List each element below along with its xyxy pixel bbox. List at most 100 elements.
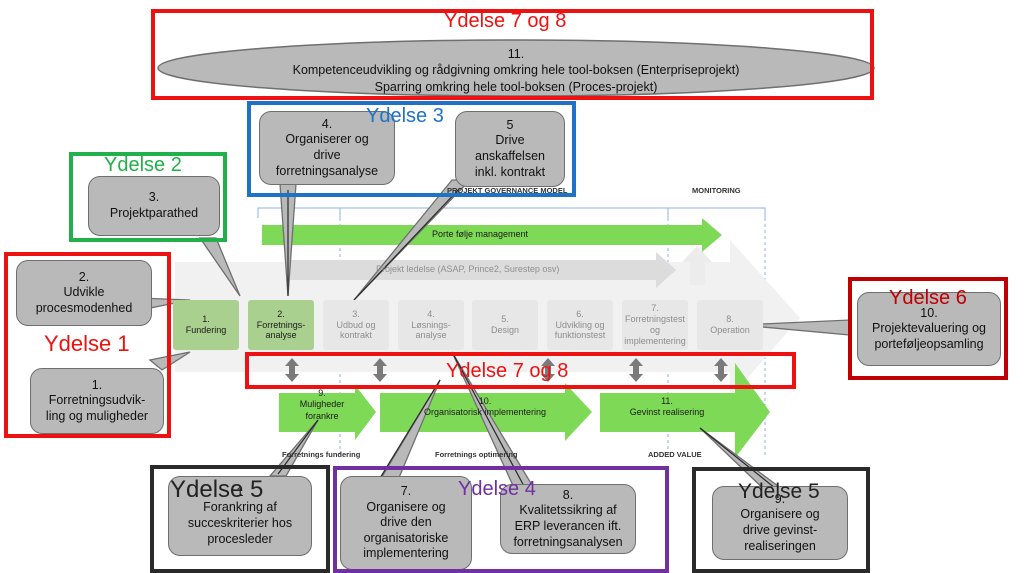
- callout-forankring-line: 1: [236, 484, 244, 499]
- callout-1-line: ling og muligheder: [45, 408, 149, 423]
- callout-1-line: 1.: [91, 377, 103, 392]
- ellipse-line1: Kompetenceudvikling og rådgivning omkrin…: [292, 63, 740, 78]
- callout-7-organisatorisk: 7. Organisere og drive den organisatoris…: [340, 476, 472, 570]
- ydelse-4-label: Ydelse 4: [458, 478, 536, 500]
- frame-ydelse-1: [4, 252, 171, 438]
- ydelse-5-left-label: Ydelse 5: [170, 476, 264, 503]
- callout-2-line: procesmodenhed: [35, 300, 133, 315]
- frame-ydelse-4: [333, 466, 669, 573]
- callout-4-forretningsanalyse: 4. Organiserer og drive forretningsanaly…: [259, 111, 395, 185]
- portfolio-arrow-label: Porte følje management: [432, 229, 529, 239]
- bottom-arrow-11: [600, 363, 770, 458]
- callout-8-kvalitetssikring: 8. Kvalitetssikring af ERP leverancen if…: [500, 484, 636, 554]
- ydelse-3-label: Ydelse 3: [366, 105, 444, 127]
- competence-ellipse-text: 11. Kompetenceudvikling og rådgivning om…: [170, 46, 862, 95]
- callout-1-line: Forretningsudvik-: [48, 393, 146, 408]
- callout-3-projektparathed: 3. Projektparathed: [88, 176, 220, 236]
- process-step-number: 3.: [352, 308, 360, 319]
- callout-forankring: 1 Forankring af succeskriterier hos proc…: [168, 476, 312, 556]
- process-step-label: Fundering: [185, 325, 227, 335]
- frame-ydelse-3: [247, 101, 576, 197]
- process-step-label: Udvikling og funktionstest: [554, 319, 606, 341]
- callout-4-line: forretningsanalyse: [275, 163, 379, 178]
- callout-2-line: Udvikle: [63, 285, 105, 300]
- callout-4-line: drive: [313, 148, 341, 162]
- callout-9-line: realiseringen: [744, 538, 816, 553]
- callout-10-line: Projektevaluering og: [872, 321, 986, 336]
- process-step-1: 1.Fundering: [173, 300, 239, 350]
- callout-8-line: ERP leverancen ift.: [514, 519, 622, 533]
- callout-forankring-line: Forankring af: [203, 500, 277, 515]
- added-value-label: ADDED VALUE: [648, 450, 702, 459]
- callout-forankring-line: succeskriterier hos: [187, 516, 293, 530]
- callout-8-line: 8.: [562, 487, 574, 502]
- process-step-label: Forretningstest og implementering: [624, 314, 686, 346]
- bottom-arrow-10-text: Organisatorisk implementering: [423, 407, 547, 418]
- callout-9-gevinst: 9. Organisere og drive gevinst- realiser…: [712, 486, 848, 560]
- process-step-number: 7.: [651, 303, 659, 314]
- callout-7-line: 7.: [400, 483, 412, 498]
- ydelse-2-label: Ydelse 2: [104, 154, 182, 176]
- bottom-arrow-11-text: Gevinst realisering: [629, 407, 705, 418]
- frame-ydelse-5-left: [150, 465, 330, 573]
- callout-4-line: 4.: [321, 116, 333, 131]
- ydelse-7-8-top-label: Ydelse 7 og 8: [444, 10, 567, 32]
- process-step-label: Operation: [710, 325, 750, 335]
- process-step-2: 2.Forretnings- analyse: [248, 300, 314, 350]
- bottom-arrow-10-number: 10.: [478, 396, 492, 406]
- double-arrows: [285, 358, 728, 382]
- process-step-6: 6.Udvikling og funktionstest: [547, 300, 613, 350]
- callout-3-line: Projektparathed: [109, 206, 199, 220]
- bottom-arrow-9-line1: Muligheder: [299, 399, 345, 410]
- callout-5-line: anskaffelsen: [475, 149, 545, 163]
- phase-brackets: [257, 207, 766, 218]
- process-step-label: Løsnings- analyse: [411, 319, 451, 341]
- process-step-3: 3.Udbud og kontrakt: [323, 300, 389, 350]
- bottom-arrow-9-number: 9.: [318, 388, 326, 398]
- callout-7-line: Organisere og: [366, 499, 446, 514]
- bottom-arrow-9: [279, 385, 376, 440]
- callout-7-line: drive den: [380, 515, 432, 530]
- bottom-arrow-9-line2: forankre: [305, 410, 339, 421]
- ellipse-line2: Sparring omkring hele tool-boksen (Proce…: [374, 79, 658, 94]
- callout-1-forretningsudvikling: 1. Forretningsudvik- ling og muligheder: [30, 368, 164, 434]
- callout-pointer-lines: [277, 187, 781, 493]
- frame-ydelse-7-8-mid: [245, 352, 796, 389]
- process-step-number: 2.: [277, 308, 285, 319]
- bottom-arrow-11-number: 11.: [661, 396, 673, 406]
- callout-4-line: Organiserer og: [285, 132, 369, 147]
- callout-forankring-line: procesleder: [207, 531, 273, 546]
- bottom-arrow-11-label: 11. Gevinst realisering: [612, 396, 722, 419]
- callout-7-line: organisatoriske: [363, 530, 449, 545]
- process-step-number: 8.: [726, 314, 734, 325]
- callout-3-line: 3.: [148, 190, 160, 205]
- ydelse-6-label: Ydelse 6: [889, 287, 967, 309]
- process-step-5: 5.Design: [472, 300, 538, 350]
- callout-8-line: Kvalitetssikring af: [519, 503, 617, 518]
- callout-5-line: Drive: [495, 133, 525, 148]
- callout-10-projektevaluering: 10. Projektevaluering og porteføljeopsam…: [857, 292, 1001, 366]
- ydelse-1-label: Ydelse 1: [44, 331, 130, 356]
- monitoring-up-arrow: [682, 246, 712, 285]
- process-step-label: Design: [490, 325, 519, 335]
- frame-ydelse-2: [69, 152, 227, 242]
- callout-2-line: 2.: [78, 269, 90, 284]
- frame-ydelse-7-8-top: [151, 9, 874, 100]
- process-step-label: Forretnings- analyse: [256, 319, 306, 341]
- ydelse-5-right-label: Ydelse 5: [738, 480, 820, 503]
- project-mgmt-arrow-label: Projekt ledelse (ASAP, Prince2, Surestep…: [376, 264, 560, 274]
- callout-5-line: 5: [506, 117, 514, 132]
- process-step-number: 5.: [501, 314, 509, 325]
- process-step-7: 7.Forretningstest og implementering: [622, 300, 688, 350]
- bottom-arrow-10-label: 10. Organisatorisk implementering: [395, 396, 575, 419]
- optimering-label: Forretnings optimering: [435, 450, 518, 459]
- callout-5-line: inkl. kontrakt: [474, 164, 546, 179]
- frame-ydelse-6: [848, 277, 1008, 380]
- governance-label: PROJEKT GOVERNANCE MODEL: [447, 186, 568, 195]
- bottom-arrow-9-label: 9. Muligheder forankre: [282, 388, 362, 422]
- funding-label: Forretnings fundering: [282, 450, 361, 459]
- process-step-number: 4.: [427, 308, 435, 319]
- portfolio-arrow: [262, 218, 722, 252]
- process-step-8: 8.Operation: [697, 300, 763, 350]
